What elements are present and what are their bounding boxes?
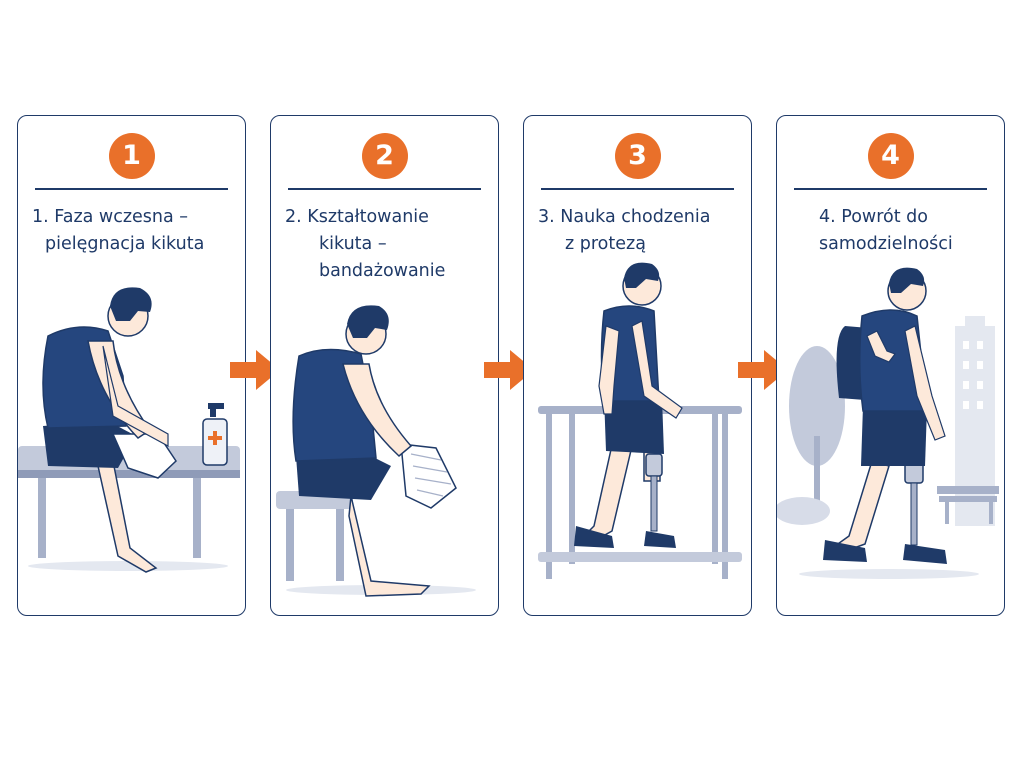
early-phase-illustration bbox=[18, 287, 240, 573]
step-number-badge: 2 bbox=[361, 133, 408, 179]
building-icon bbox=[955, 316, 995, 526]
divider bbox=[794, 188, 987, 190]
step-title-line: samodzielności bbox=[819, 234, 953, 254]
arrow-right-icon bbox=[484, 350, 534, 390]
step-title-line: pielęgnacja kikuta bbox=[45, 234, 205, 254]
step-title: 4. Powrót do samodzielności bbox=[791, 204, 994, 258]
step-number-badge: 3 bbox=[614, 133, 661, 179]
park-bench-icon bbox=[937, 486, 999, 524]
arrow-right-icon bbox=[230, 350, 280, 390]
step-number-badge: 4 bbox=[867, 133, 914, 179]
step-title-line: kikuta – bbox=[319, 234, 387, 254]
sanitizer-bottle-icon bbox=[202, 403, 228, 466]
divider bbox=[541, 188, 734, 190]
step-title-line: z protezą bbox=[565, 234, 646, 254]
walking-with-prosthesis-illustration bbox=[538, 262, 742, 579]
step-title-line: bandażowanie bbox=[319, 261, 446, 281]
step-title-line: 1. Faza wczesna – bbox=[32, 207, 189, 227]
divider bbox=[35, 188, 228, 190]
step-card-4: 4 4. Powrót do samodzielności bbox=[776, 115, 1005, 616]
step-number-badge: 1 bbox=[108, 133, 155, 179]
step-card-3: 3 3. Nauka chodzenia z protezą bbox=[523, 115, 752, 616]
step-card-1: 1 1. Faza wczesna – pielęgnacja kikuta bbox=[17, 115, 246, 616]
independence-illustration bbox=[777, 267, 999, 579]
arrow-right-icon bbox=[738, 350, 788, 390]
divider bbox=[288, 188, 481, 190]
tree-icon bbox=[777, 346, 845, 525]
bandaging-illustration bbox=[276, 305, 476, 597]
step-title-line: 3. Nauka chodzenia bbox=[538, 207, 711, 227]
step-title-line: 2. Kształtowanie bbox=[285, 207, 429, 227]
step-title: 3. Nauka chodzenia z protezą bbox=[538, 204, 741, 258]
step-card-2: 2 2. Kształtowanie kikuta – bandażowanie bbox=[270, 115, 499, 616]
step-title: 1. Faza wczesna – pielęgnacja kikuta bbox=[32, 204, 235, 258]
step-title: 2. Kształtowanie kikuta – bandażowanie bbox=[285, 204, 488, 285]
step-title-line: 4. Powrót do bbox=[819, 207, 928, 227]
